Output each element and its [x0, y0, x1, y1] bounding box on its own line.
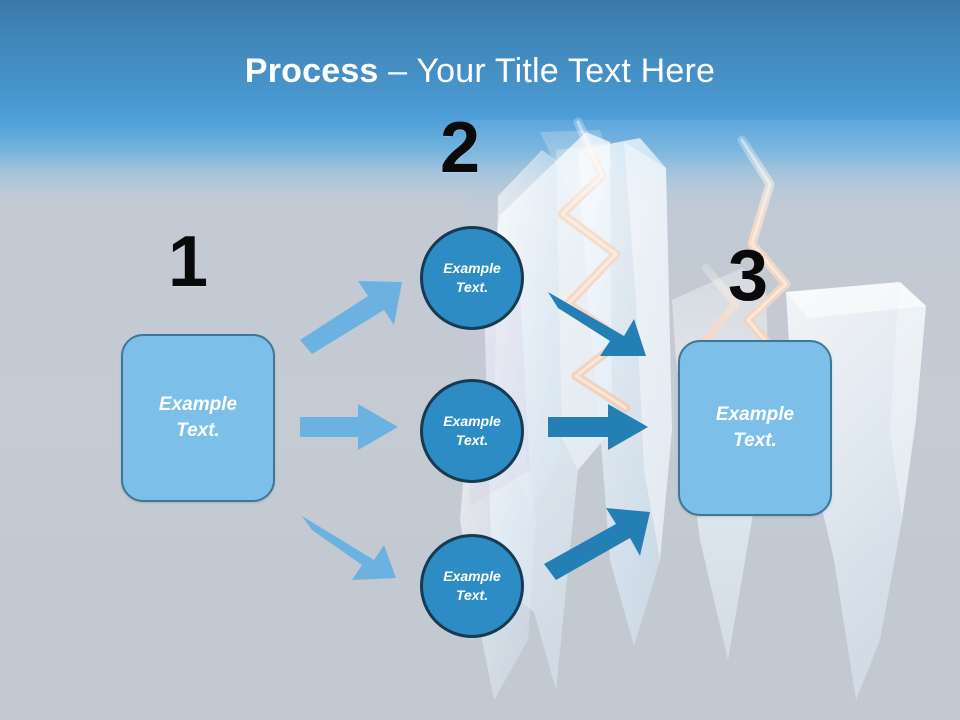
- step-number-3: 3: [728, 236, 769, 316]
- process-circle-2-label: Example Text.: [443, 413, 501, 448]
- start-box-label: Example Text.: [158, 394, 238, 441]
- ice-shard-upper: [540, 130, 612, 230]
- crack-line-left: [557, 117, 631, 413]
- start-box[interactable]: Example Text.: [121, 334, 275, 502]
- process-circle-1-label: Example Text.: [443, 260, 501, 295]
- end-box-label: Example Text.: [715, 404, 795, 451]
- end-box[interactable]: Example Text.: [678, 340, 832, 516]
- arrow-right-icon-left-2: [300, 404, 398, 450]
- slide-title-strong: Process: [244, 52, 379, 90]
- step-number-2: 2: [440, 108, 481, 188]
- crack-line-left-gloss: [560, 120, 628, 410]
- slide-title: Process – Your Title Text Here: [0, 50, 960, 92]
- arrow-down-right-icon-left-3: [302, 516, 396, 580]
- arrow-up-right-icon-right-3: [544, 508, 650, 580]
- process-circle-3-label: Example Text.: [443, 568, 501, 603]
- arrow-down-right-icon-right-1: [548, 292, 646, 356]
- ice-slab-top-facet: [786, 282, 926, 318]
- process-circle-3[interactable]: Example Text.: [420, 534, 524, 638]
- slide-title-separator: –: [378, 52, 417, 90]
- arrow-up-right-icon-left-1: [300, 281, 402, 354]
- process-circle-2[interactable]: Example Text.: [420, 379, 524, 483]
- step-number-1: 1: [168, 222, 209, 302]
- process-circle-1[interactable]: Example Text.: [420, 226, 524, 330]
- ice-slab-right-edge: [890, 282, 926, 520]
- arrow-right-icon-right-2: [548, 404, 648, 450]
- slide-title-light: Your Title Text Here: [416, 52, 716, 90]
